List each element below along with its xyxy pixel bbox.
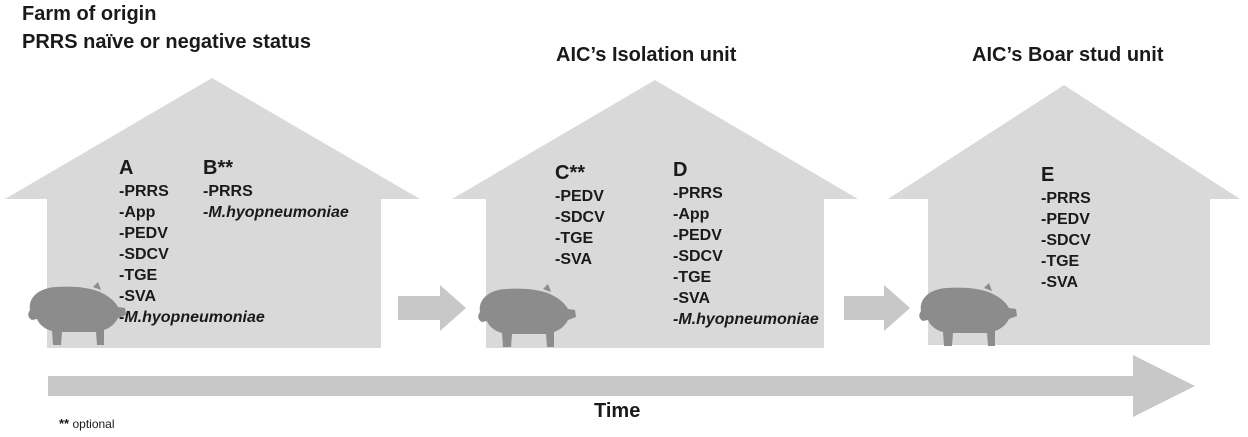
column-c-letter: C** xyxy=(555,162,586,184)
right-arrow-icon xyxy=(844,285,910,331)
farm-heading-line2: PRRS naïve or negative status xyxy=(22,31,311,53)
column-a-item: -App xyxy=(119,204,156,221)
column-d-item: -TGE xyxy=(673,269,712,286)
footnote: ** optional xyxy=(59,416,115,431)
house-boar-stud-unit xyxy=(888,85,1240,345)
column-c-item: -PEDV xyxy=(555,188,604,205)
column-b-item: -M.hyopneumoniae xyxy=(203,204,349,221)
column-a-letter: A xyxy=(119,157,134,179)
boar-stud-heading: AIC’s Boar stud unit xyxy=(972,44,1164,66)
column-c-item: -TGE xyxy=(555,230,594,247)
column-e-item: -SVA xyxy=(1041,274,1079,291)
column-e-item: -PRRS xyxy=(1041,190,1091,207)
column-b: B** -PRRS -M.hyopneumoniae xyxy=(203,156,349,223)
column-d-item: -App xyxy=(673,206,710,223)
column-e-item: -TGE xyxy=(1041,253,1080,270)
column-d-letter: D xyxy=(673,159,688,181)
column-a-item: -TGE xyxy=(119,267,158,284)
column-d-item: -M.hyopneumoniae xyxy=(673,311,819,328)
isolation-unit-heading: AIC’s Isolation unit xyxy=(556,44,737,66)
house-farm-of-origin xyxy=(5,78,420,348)
column-e-item: -PEDV xyxy=(1041,211,1090,228)
column-e-item: -SDCV xyxy=(1041,232,1091,249)
footnote-marker: ** xyxy=(59,416,70,431)
farm-heading-line1: Farm of origin xyxy=(22,3,157,25)
column-c-item: -SVA xyxy=(555,251,593,268)
pig-silhouette-icon xyxy=(28,282,126,345)
column-d-item: -PEDV xyxy=(673,227,722,244)
column-d-item: -SVA xyxy=(673,290,711,307)
column-b-letter: B** xyxy=(203,157,234,179)
pig-silhouette-icon xyxy=(919,283,1017,346)
column-a-item: -SDCV xyxy=(119,246,169,263)
column-c-item: -SDCV xyxy=(555,209,605,226)
timeline-arrow xyxy=(48,355,1195,417)
pig-silhouette-icon xyxy=(478,284,576,347)
column-a-item: -M.hyopneumoniae xyxy=(119,309,265,326)
column-d: D -PRRS -App -PEDV -SDCV -TGE -SVA -M.hy… xyxy=(673,158,819,330)
right-arrow-icon xyxy=(398,285,466,331)
column-d-item: -SDCV xyxy=(673,248,723,265)
column-a: A -PRRS -App -PEDV -SDCV -TGE -SVA -M.hy… xyxy=(119,156,265,328)
column-b-item: -PRRS xyxy=(203,183,253,200)
column-a-item: -SVA xyxy=(119,288,157,305)
column-e-letter: E xyxy=(1041,164,1055,186)
footnote-text: optional xyxy=(72,417,115,431)
column-c: C** -PEDV -SDCV -TGE -SVA xyxy=(555,161,605,270)
column-d-item: -PRRS xyxy=(673,185,723,202)
column-a-item: -PRRS xyxy=(119,183,169,200)
column-a-item: -PEDV xyxy=(119,225,168,242)
house-isolation-unit xyxy=(452,80,858,348)
time-label: Time xyxy=(594,400,641,422)
column-e: E -PRRS -PEDV -SDCV -TGE -SVA xyxy=(1041,163,1091,293)
